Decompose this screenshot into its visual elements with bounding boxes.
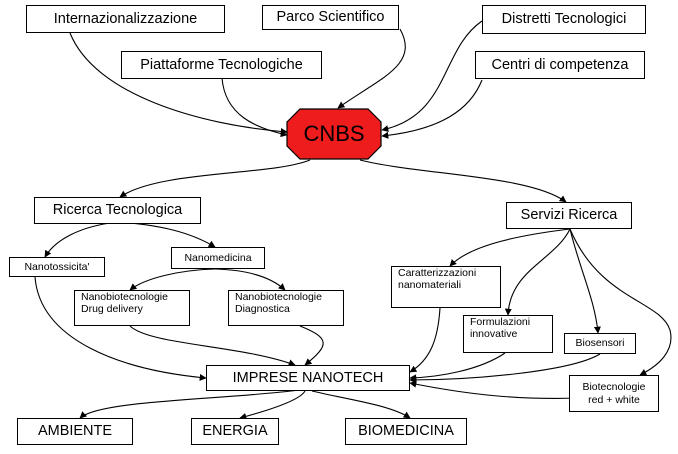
node-internazionalizzazione: Internazionalizzazione <box>26 5 225 33</box>
edge-servizi-biosensori <box>569 228 601 334</box>
edge-caratterizzazioni-imprese <box>409 307 441 373</box>
edge-distretti-cnbs <box>381 20 483 133</box>
node-nanotossicita: Nanotossicita' <box>9 257 105 277</box>
node-biosensori: Biosensori <box>564 333 636 354</box>
node-ambiente: AMBIENTE <box>17 418 133 445</box>
node-formulazioni-innovative: Formulazioni innovative <box>463 315 553 353</box>
node-distretti-tecnologici: Distretti Tecnologici <box>482 5 646 34</box>
edge-ricerca-nanomedicina <box>117 221 216 248</box>
cnbs-label: CNBS <box>303 121 365 146</box>
node-nanobiotecnologie-diagnostica: Nanobiotecnologie Diagnostica <box>228 290 344 326</box>
octagon-shape <box>286 108 382 160</box>
node-biomedicina: BIOMEDICINA <box>345 418 467 445</box>
edge-internazionalizzazione-cnbs <box>69 32 288 135</box>
edge-servizi-caratterizzazioni <box>449 228 571 267</box>
node-nanobiotecnologie-drug-delivery: Nanobiotecnologie Drug delivery <box>74 290 190 326</box>
edge-servizi-biotecnologie <box>569 228 672 376</box>
node-piattaforme-tecnologiche: Piattaforme Tecnologiche <box>121 51 322 79</box>
edge-biotecnologie-imprese <box>409 380 581 399</box>
edge-cnbs-servizi <box>359 159 567 203</box>
edge-diagnostica-imprese <box>299 325 324 366</box>
edge-formulazioni-imprese <box>409 352 506 382</box>
edge-servizi-formulazioni <box>504 228 571 316</box>
node-servizi-ricerca: Servizi Ricerca <box>506 202 632 229</box>
edge-imprese-biomedicina <box>311 390 411 419</box>
node-imprese-nanotech: IMPRESE NANOTECH <box>206 365 410 391</box>
edge-drugdelivery-imprese <box>129 325 296 367</box>
node-cnbs: CNBS <box>286 108 382 160</box>
edge-nanomedicina-drugdelivery <box>129 268 216 291</box>
edge-nanomedicina-diagnostica <box>214 268 286 291</box>
node-parco-scientifico: Parco Scientifico <box>262 5 399 30</box>
edge-imprese-energia <box>239 390 306 420</box>
edge-parco-cnbs <box>337 28 406 109</box>
node-caratterizzazioni-nanomateriali: Caratterizzazioni nanomateriali <box>391 266 501 308</box>
edge-piattaforme-cnbs <box>221 77 288 138</box>
node-ricerca-tecnologica: Ricerca Tecnologica <box>34 197 201 224</box>
node-centri-di-competenza: Centri di competenza <box>475 51 645 79</box>
edge-cnbs-ricerca <box>119 159 311 198</box>
edge-centri-cnbs <box>381 79 483 139</box>
node-biotecnologie-red-white: Biotecnologie red + white <box>569 375 659 412</box>
edge-nanotossicita-imprese <box>34 276 207 381</box>
edge-imprese-ambiente <box>79 389 301 419</box>
edge-ricerca-nanotossicita <box>44 221 119 258</box>
node-nanomedicina: Nanomedicina <box>171 247 265 269</box>
edge-biosensori-imprese <box>409 353 601 384</box>
node-energia: ENERGIA <box>191 418 279 445</box>
